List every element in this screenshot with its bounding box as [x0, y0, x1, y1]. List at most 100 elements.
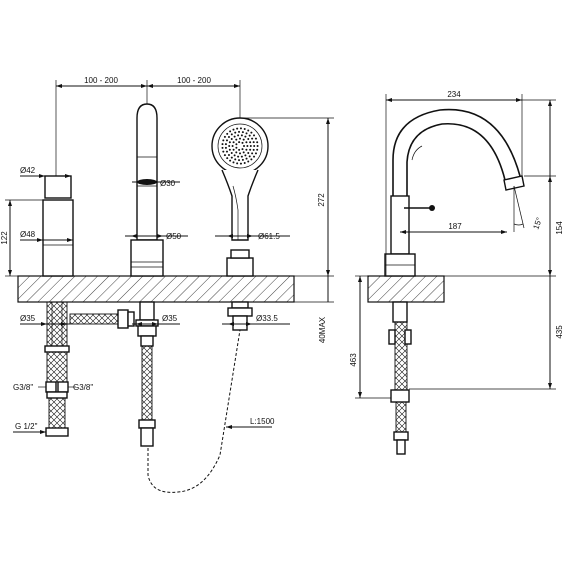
nozzle-dot [236, 162, 239, 165]
nozzle-dot [237, 155, 240, 158]
angle-15-dimension: 15° [513, 185, 544, 232]
label-dia-42: Ø42 [20, 166, 36, 175]
label-40max: 40MAX [318, 316, 327, 343]
nozzle-dot [234, 131, 237, 134]
nozzle-dot [222, 139, 225, 142]
nozzle-dot [253, 145, 256, 147]
label-total-height: 272 [317, 193, 326, 207]
dia-35-left-dimension: Ø35 [20, 314, 70, 326]
nozzle-dot [228, 145, 231, 147]
nozzle-dot [226, 132, 229, 135]
nozzle-dot [223, 154, 226, 157]
hose-length-callout: L:1500 [226, 417, 275, 429]
nozzle-dot [247, 160, 250, 163]
nozzle-dot [232, 141, 235, 144]
nozzle-dot [237, 134, 240, 137]
handshower-hose-dashed [147, 329, 241, 493]
nozzle-dot [230, 138, 233, 141]
side-view: 234 187 15° 154 435 [349, 90, 564, 455]
nozzle-dot [241, 148, 244, 151]
deck-slab-front [17, 275, 295, 303]
nozzle-dot [247, 138, 250, 141]
nozzle-dot [233, 154, 236, 157]
deck-slab-side [367, 275, 445, 303]
nozzle-dot [227, 136, 230, 139]
nozzle-dot [252, 148, 255, 151]
side-under-deck [388, 301, 412, 455]
nozzle-dot [240, 134, 243, 137]
transfer-hose [69, 309, 135, 329]
nozzle-dot [239, 162, 242, 165]
nozzle-dot [238, 141, 241, 144]
spacing-dimensions: 100 - 200 100 - 200 [55, 76, 241, 176]
dia-42-dimension: Ø42 [20, 166, 71, 178]
label-dia-30: Ø30 [160, 179, 176, 188]
nozzle-dot [251, 137, 254, 140]
dia-61-5-dimension: Ø61.5 [215, 232, 290, 241]
nozzle-dot [243, 145, 245, 147]
shower-nozzles [221, 127, 259, 165]
nozzle-dot [239, 127, 242, 130]
nozzle-dot [247, 151, 250, 154]
side-column-body [384, 195, 435, 277]
front-view: 100 - 200 100 - 200 272 122 Ø42 [0, 76, 334, 493]
nozzle-dot [254, 152, 257, 155]
nozzle-dot [256, 148, 259, 151]
nozzle-dot [229, 130, 232, 133]
label-angle-15: 15° [531, 216, 544, 230]
nozzle-dot [232, 161, 235, 164]
nozzle-dot [230, 156, 233, 159]
nozzle-dot [239, 137, 241, 140]
g12-connector: G 1/2" [13, 422, 46, 434]
height-272-dimension: 272 [240, 117, 334, 277]
nozzle-dot [226, 157, 229, 160]
label-height-435: 435 [555, 325, 564, 339]
nozzle-dot [238, 148, 241, 151]
nozzle-dot [228, 148, 231, 151]
nozzle-dot [233, 135, 236, 138]
nozzle-dot [241, 131, 244, 134]
nozzle-dot [250, 158, 253, 161]
nozzle-dot [229, 159, 232, 162]
height-435-dimension: 435 [409, 99, 564, 390]
label-g12: G 1/2" [15, 422, 38, 431]
height-463-dimension: 463 [349, 275, 391, 399]
nozzle-dot [235, 138, 238, 141]
nozzle-dot [244, 135, 247, 138]
dia-30-dimension: Ø30 [132, 179, 180, 188]
nozzle-dot [256, 141, 259, 144]
nozzle-dot [242, 151, 245, 154]
nozzle-dot [250, 131, 253, 134]
nozzle-dot [256, 145, 259, 147]
nozzle-dot [224, 143, 227, 146]
label-height-463: 463 [349, 353, 358, 367]
nozzle-dot [235, 146, 238, 149]
label-hose-length: L:1500 [250, 417, 275, 426]
nozzle-dot [248, 155, 251, 158]
label-width-187: 187 [448, 222, 462, 231]
nozzle-dot [241, 158, 244, 161]
nozzle-dot [236, 127, 239, 130]
mixer-valve-body [42, 175, 74, 277]
label-dia-48: Ø48 [20, 230, 36, 239]
spout-arc [392, 108, 525, 196]
nozzle-dot [228, 141, 231, 144]
nozzle-dot [235, 151, 238, 154]
dia-33-5-dimension: Ø33.5 [222, 314, 290, 326]
nozzle-dot [225, 139, 228, 142]
handshower-holder-under [227, 301, 253, 331]
nozzle-dot [252, 141, 255, 144]
width-187-dimension: 187 [400, 222, 507, 234]
handshower-head [211, 117, 269, 277]
height-122-dimension: 122 [0, 199, 43, 277]
nozzle-dot [249, 141, 252, 144]
diverter-column [130, 103, 164, 277]
label-width-234: 234 [447, 90, 461, 99]
nozzle-dot [225, 150, 228, 153]
nozzle-dot [253, 155, 256, 158]
nozzle-dot [231, 145, 234, 147]
nozzle-dot [245, 141, 248, 144]
nozzle-dot [243, 161, 246, 164]
nozzle-dot [243, 128, 246, 131]
